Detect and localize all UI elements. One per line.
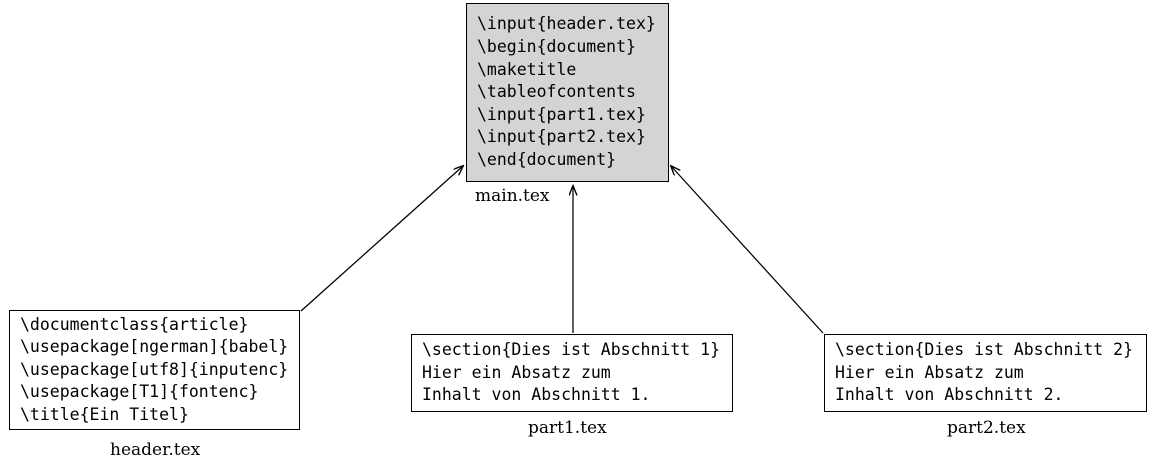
code-line: \section{Dies ist Abschnitt 2}: [835, 340, 1134, 360]
code-line: \section{Dies ist Abschnitt 1}: [422, 340, 721, 360]
code-line: \maketitle: [477, 59, 577, 79]
code-line: Hier ein Absatz zum: [835, 362, 1024, 382]
node-part1-tex[interactable]: \section{Dies ist Abschnitt 1} Hier ein …: [411, 334, 733, 412]
code-line: \input{header.tex}: [477, 14, 656, 34]
code-line: Inhalt von Abschnitt 2.: [835, 385, 1064, 405]
code-line: \input{part2.tex}: [477, 127, 646, 147]
code-line: \tableofcontents: [477, 82, 636, 102]
code-line: \usepackage[utf8]{inputenc}: [20, 359, 289, 379]
node-main-tex[interactable]: \input{header.tex} \begin{document} \mak…: [466, 3, 669, 182]
edge-part2-to-main: [671, 166, 824, 334]
caption-part1-tex: part1.tex: [528, 418, 607, 438]
code-line: \usepackage[T1]{fontenc}: [20, 382, 259, 402]
code-line: Inhalt von Abschnitt 1.: [422, 385, 651, 405]
code-line: \usepackage[ngerman]{babel}: [20, 337, 289, 357]
code-line: \input{part1.tex}: [477, 104, 646, 124]
code-line: \end{document}: [477, 149, 617, 169]
code-line: \documentclass{article}: [20, 314, 249, 334]
caption-header-tex: header.tex: [110, 440, 201, 460]
edge-header-to-main: [300, 166, 463, 312]
code-line: \title{Ein Titel}: [20, 404, 189, 424]
code-line: Hier ein Absatz zum: [422, 362, 611, 382]
node-header-tex[interactable]: \documentclass{article} \usepackage[nger…: [9, 310, 300, 430]
code-line: \begin{document}: [477, 37, 636, 57]
node-part2-tex[interactable]: \section{Dies ist Abschnitt 2} Hier ein …: [824, 334, 1147, 412]
caption-part2-tex: part2.tex: [947, 418, 1026, 438]
caption-main-tex: main.tex: [475, 186, 550, 206]
